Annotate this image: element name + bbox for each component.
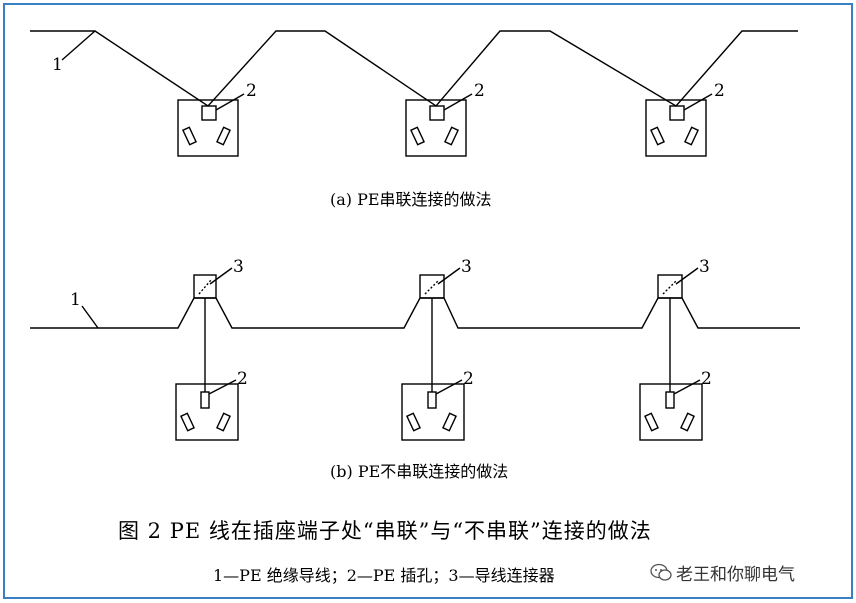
leader-2-b3 [673, 379, 701, 395]
socket-a1 [177, 99, 239, 157]
caption-a: (a) PE串联连接的做法 [330, 190, 492, 209]
connector-b3 [657, 274, 683, 299]
label-2-b3: 2 [701, 369, 712, 389]
main-pe-wire [30, 297, 800, 329]
socket-b3 [639, 383, 703, 441]
leader-3-b3 [675, 267, 699, 285]
leader-3-b2 [437, 267, 461, 285]
label-1-b: 1 [70, 290, 81, 310]
watermark: 老王和你聊电气 [650, 560, 795, 585]
label-3-b2: 3 [461, 257, 472, 277]
leader-1-b [81, 305, 99, 329]
leader-2-a2 [443, 93, 473, 111]
series-pe-wire [30, 30, 798, 107]
label-3-b1: 3 [233, 257, 244, 277]
leader-1-a [61, 30, 96, 61]
chat-bubble-icon [650, 563, 672, 581]
leader-2-b1 [208, 379, 237, 395]
figure-title: 图 2 PE 线在插座端子处“串联”与“不串联”连接的做法 [118, 519, 652, 543]
figure-frame [3, 3, 853, 599]
label-2-b1: 2 [237, 369, 248, 389]
leader-2-a3 [683, 93, 713, 111]
socket-a2 [405, 99, 467, 157]
leader-2-b2 [435, 379, 463, 395]
label-2-a3: 2 [714, 81, 725, 101]
socket-a3 [645, 99, 707, 157]
label-2-a2: 2 [474, 81, 485, 101]
socket-b1 [175, 383, 239, 441]
figure-legend: 1—PE 绝缘导线；2—PE 插孔；3—导线连接器 [213, 566, 555, 585]
watermark-text: 老王和你聊电气 [676, 565, 795, 585]
socket-b2 [401, 383, 465, 441]
label-1-a: 1 [52, 55, 63, 75]
label-2-a1: 2 [246, 81, 257, 101]
connector-b2 [419, 274, 445, 299]
leader-2-a1 [215, 93, 245, 111]
connector-b1 [193, 274, 217, 299]
label-2-b2: 2 [463, 369, 474, 389]
label-3-b3: 3 [699, 257, 710, 277]
leader-3-b1 [209, 267, 233, 285]
caption-b: (b) PE不串联连接的做法 [330, 462, 509, 481]
